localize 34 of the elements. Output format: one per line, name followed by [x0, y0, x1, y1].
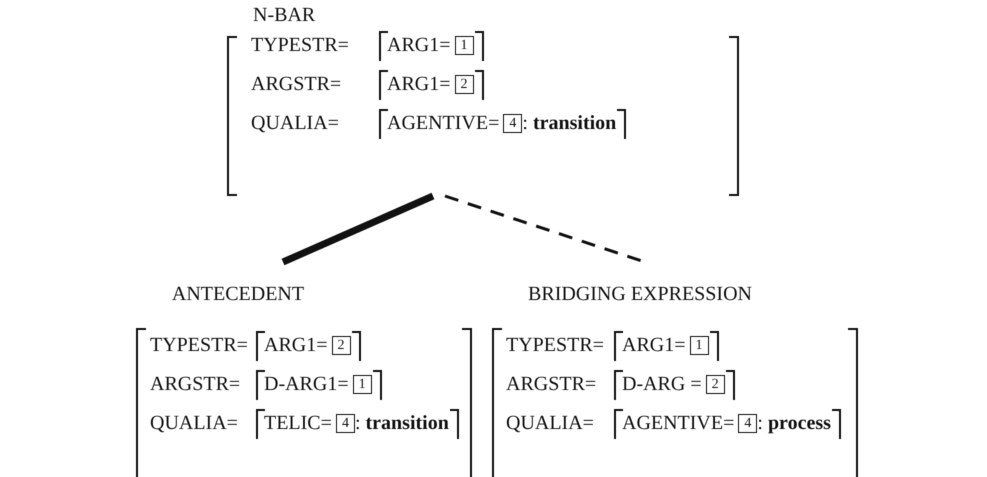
feature-label: TYPESTR= [150, 334, 249, 357]
boxed-index: 2 [332, 336, 351, 355]
feature-label: QUALIA= [251, 112, 340, 135]
connector-line [282, 192, 434, 266]
feature-label: QUALIA= [506, 412, 595, 435]
attribute-label: D-ARG = [622, 373, 702, 396]
attribute-label: TELIC= [264, 412, 332, 435]
attribute-label: AGENTIVE= [622, 412, 734, 435]
feature-label: ARGSTR= [251, 73, 342, 96]
type-value: : process [757, 412, 831, 435]
feature-label: ARGSTR= [150, 373, 242, 396]
node-label: BRIDGING EXPRESSION [527, 283, 753, 306]
feature-label: ARGSTR= [506, 373, 598, 396]
boxed-index: 1 [352, 375, 372, 394]
boxed-index: 4 [336, 414, 355, 433]
structure-heading: N-BAR [253, 4, 316, 27]
type-value: : transition [354, 412, 449, 435]
attribute-label: ARG1= [387, 73, 451, 96]
node-label: ANTECEDENT [170, 283, 306, 306]
boxed-index: 2 [454, 75, 474, 94]
attribute-label: AGENTIVE= [387, 112, 500, 135]
attribute-label: ARG1= [622, 334, 686, 357]
attribute-label: ARG1= [387, 34, 451, 57]
feature-label: TYPESTR= [251, 34, 350, 57]
boxed-index: 4 [503, 114, 522, 133]
feature-label: TYPESTR= [506, 334, 605, 357]
attribute-label: D-ARG1= [264, 373, 349, 396]
attribute-label: ARG1= [264, 334, 328, 357]
boxed-index: 4 [738, 414, 758, 433]
boxed-index: 2 [706, 375, 725, 394]
feature-label: QUALIA= [150, 412, 239, 435]
boxed-index: 1 [690, 336, 709, 355]
boxed-index: 1 [454, 36, 474, 55]
type-value: : transition [522, 112, 616, 135]
